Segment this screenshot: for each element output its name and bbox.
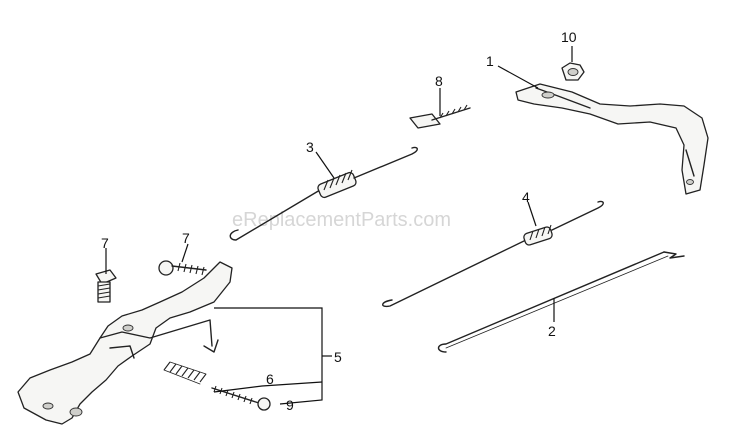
callout-6: 6 <box>266 371 274 387</box>
callout-7-left: 7 <box>101 235 109 251</box>
callout-9: 9 <box>286 397 294 413</box>
part-3-spring <box>229 146 418 241</box>
callout-7-right: 7 <box>182 230 190 246</box>
callouts: 10 1 8 3 4 2 7 7 5 6 9 <box>101 29 577 413</box>
part-9-bolt <box>211 385 271 411</box>
callout-4: 4 <box>522 189 530 205</box>
callout-3: 3 <box>306 139 314 155</box>
part-7-screw-left <box>95 269 117 303</box>
callout-2: 2 <box>548 323 556 339</box>
part-4-spring-rod <box>382 200 604 308</box>
watermark: eReplacementParts.com <box>232 209 451 231</box>
part-7-screw-right <box>158 260 207 276</box>
part-1-bracket <box>515 83 709 195</box>
part-5-lever-assembly <box>17 261 233 425</box>
part-6-spring <box>163 361 207 385</box>
part-2-rod <box>437 251 685 353</box>
part-10-nut <box>561 62 585 81</box>
leader-lines <box>105 46 573 405</box>
callout-5: 5 <box>334 349 342 365</box>
callout-10: 10 <box>561 29 577 45</box>
callout-8: 8 <box>435 73 443 89</box>
callout-1: 1 <box>486 53 494 69</box>
part-8-bolt <box>409 104 471 129</box>
